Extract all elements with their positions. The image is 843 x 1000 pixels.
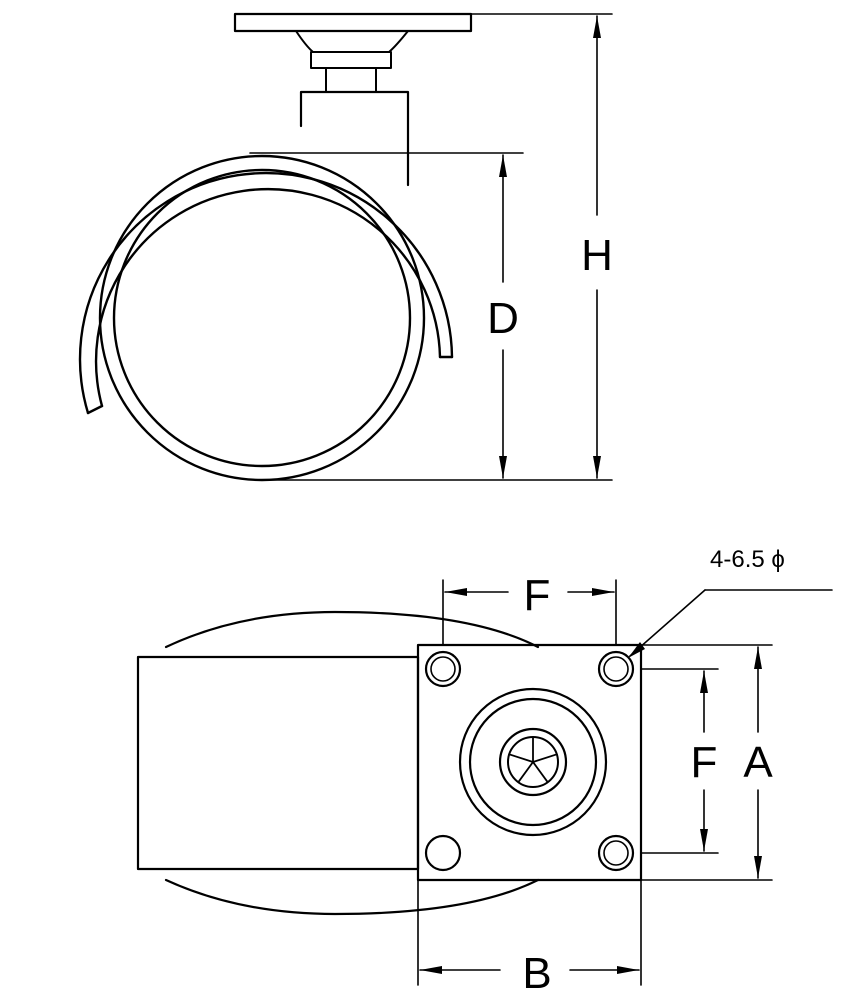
h-arrow-bottom — [593, 456, 601, 478]
hub-outer — [458, 687, 608, 837]
top-view: F 4-6.5 ϕ F A B — [136, 546, 833, 998]
side-view: H D — [78, 12, 613, 482]
fork-housing — [136, 655, 420, 871]
top-mounting-plate — [233, 12, 473, 33]
hood-end-cap-bottom — [86, 404, 104, 415]
d-arrow-bottom — [499, 456, 507, 478]
swivel-neck — [295, 30, 409, 53]
d-arrow-top — [499, 155, 507, 177]
label-f-top: F — [524, 571, 551, 620]
wheel-hood — [78, 171, 454, 415]
bolt-hole-bottom-right-inner — [603, 840, 629, 866]
bolt-hole-top-right-inner — [603, 656, 629, 682]
f-side-arrow-top — [700, 671, 708, 693]
bolt-hole-bottom-right — [597, 834, 635, 872]
wheel-bulge-bottom — [164, 878, 540, 916]
label-b: B — [522, 949, 551, 998]
label-f-side: F — [691, 738, 718, 787]
wheel-inner — [112, 168, 412, 468]
wheel-outer — [98, 154, 426, 482]
hub-middle — [468, 697, 598, 827]
f-top-arrow-left — [445, 588, 467, 596]
mounting-plate — [416, 643, 643, 882]
fork-body — [299, 90, 410, 187]
wheel-bulge-top — [164, 610, 540, 649]
a-arrow-top — [754, 647, 762, 669]
swivel-stem — [325, 67, 377, 93]
hub-star — [508, 736, 558, 784]
f-top-arrow-right — [592, 588, 614, 596]
f-side-arrow-bottom — [700, 829, 708, 851]
b-arrow-right — [617, 966, 639, 974]
bolt-hole-top-right — [597, 650, 635, 688]
label-hole-spec: 4-6.5 ϕ — [710, 546, 785, 573]
swivel-collar — [310, 51, 392, 69]
a-arrow-bottom — [754, 856, 762, 878]
hole-spec-leader-arrow — [628, 642, 645, 658]
bolt-hole-top-left — [424, 650, 462, 688]
h-arrow-top — [593, 16, 601, 38]
wheel-hood-inner — [94, 187, 442, 408]
label-a: A — [743, 738, 773, 787]
label-d: D — [487, 294, 519, 343]
b-arrow-left — [420, 966, 442, 974]
bolt-hole-top-left-inner — [430, 656, 456, 682]
bolt-hole-bottom-left — [424, 834, 462, 872]
hub-inner — [498, 727, 568, 797]
label-h: H — [581, 231, 613, 280]
